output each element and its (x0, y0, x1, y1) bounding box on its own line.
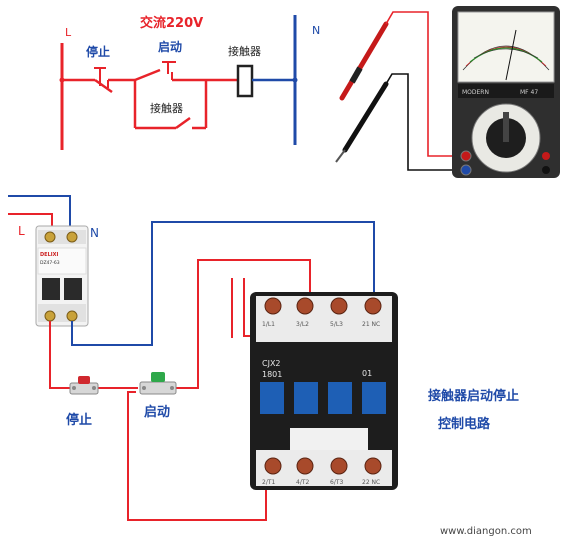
wiring-line-label: L (18, 224, 25, 238)
terminal-21-NC: 21 NC (362, 321, 380, 328)
stop-button-symbol (94, 67, 113, 94)
start-button (139, 372, 177, 395)
circuit-breaker: DELIXI DZ47-63 (35, 225, 89, 327)
schematic-neutral-label: N (312, 24, 320, 37)
terminal-1-L1: 1/L1 (262, 321, 275, 328)
contactor-nc-mark: 01 (362, 369, 372, 378)
contactor-coil-symbol (236, 64, 254, 98)
terminal-5-L3: 5/L3 (330, 321, 343, 328)
wiring-diagram: L N DELIXI DZ47-63 (8, 195, 519, 521)
schematic-title: 交流220V (140, 15, 203, 31)
schematic-start-label: 启动 (158, 39, 182, 54)
control-schematic: 交流220V L N 停止 启动 接触器 接触器 (59, 15, 320, 150)
contactor: 1/L1 3/L2 5/L3 21 NC CJX2 1801 01 2/T1 4… (250, 292, 398, 490)
black-jack (460, 164, 472, 176)
red-probe (339, 11, 460, 157)
start-button-label: 启动 (144, 404, 170, 420)
breaker-brand: DELIXI (40, 252, 58, 258)
terminal-2-T1: 2/T1 (262, 479, 276, 486)
schematic-aux-label: 接触器 (150, 101, 183, 115)
wiring-neutral-label: N (90, 226, 99, 240)
multimeter-brand: MODERN (462, 89, 489, 96)
watermark: www.diangon.com (440, 526, 532, 537)
schematic-stop-label: 停止 (86, 44, 110, 59)
contactor-model-1: CJX2 (262, 359, 281, 368)
terminal-6-T3: 6/T3 (330, 479, 344, 486)
schematic-coil-label: 接触器 (228, 44, 261, 58)
stop-button (69, 376, 99, 395)
contactor-model-2: 1801 (262, 370, 282, 379)
multimeter: MODERN MF 47 (335, 6, 560, 178)
stop-button-label: 停止 (66, 412, 92, 428)
black-probe (335, 73, 460, 171)
terminal-22-NC: 22 NC (362, 479, 380, 486)
caption-line-2: 控制电路 (438, 416, 491, 432)
terminal-4-T2: 4/T2 (296, 479, 310, 486)
terminal-3-L2: 3/L2 (296, 321, 309, 328)
start-button-symbol (134, 61, 176, 82)
schematic-line-label: L (65, 26, 72, 39)
red-jack (460, 150, 472, 162)
contactor-aux-contact-symbol (133, 80, 208, 130)
caption-line-1: 接触器启动停止 (428, 388, 519, 404)
breaker-model: DZ47-63 (40, 260, 60, 266)
multimeter-model: MF 47 (520, 89, 538, 96)
